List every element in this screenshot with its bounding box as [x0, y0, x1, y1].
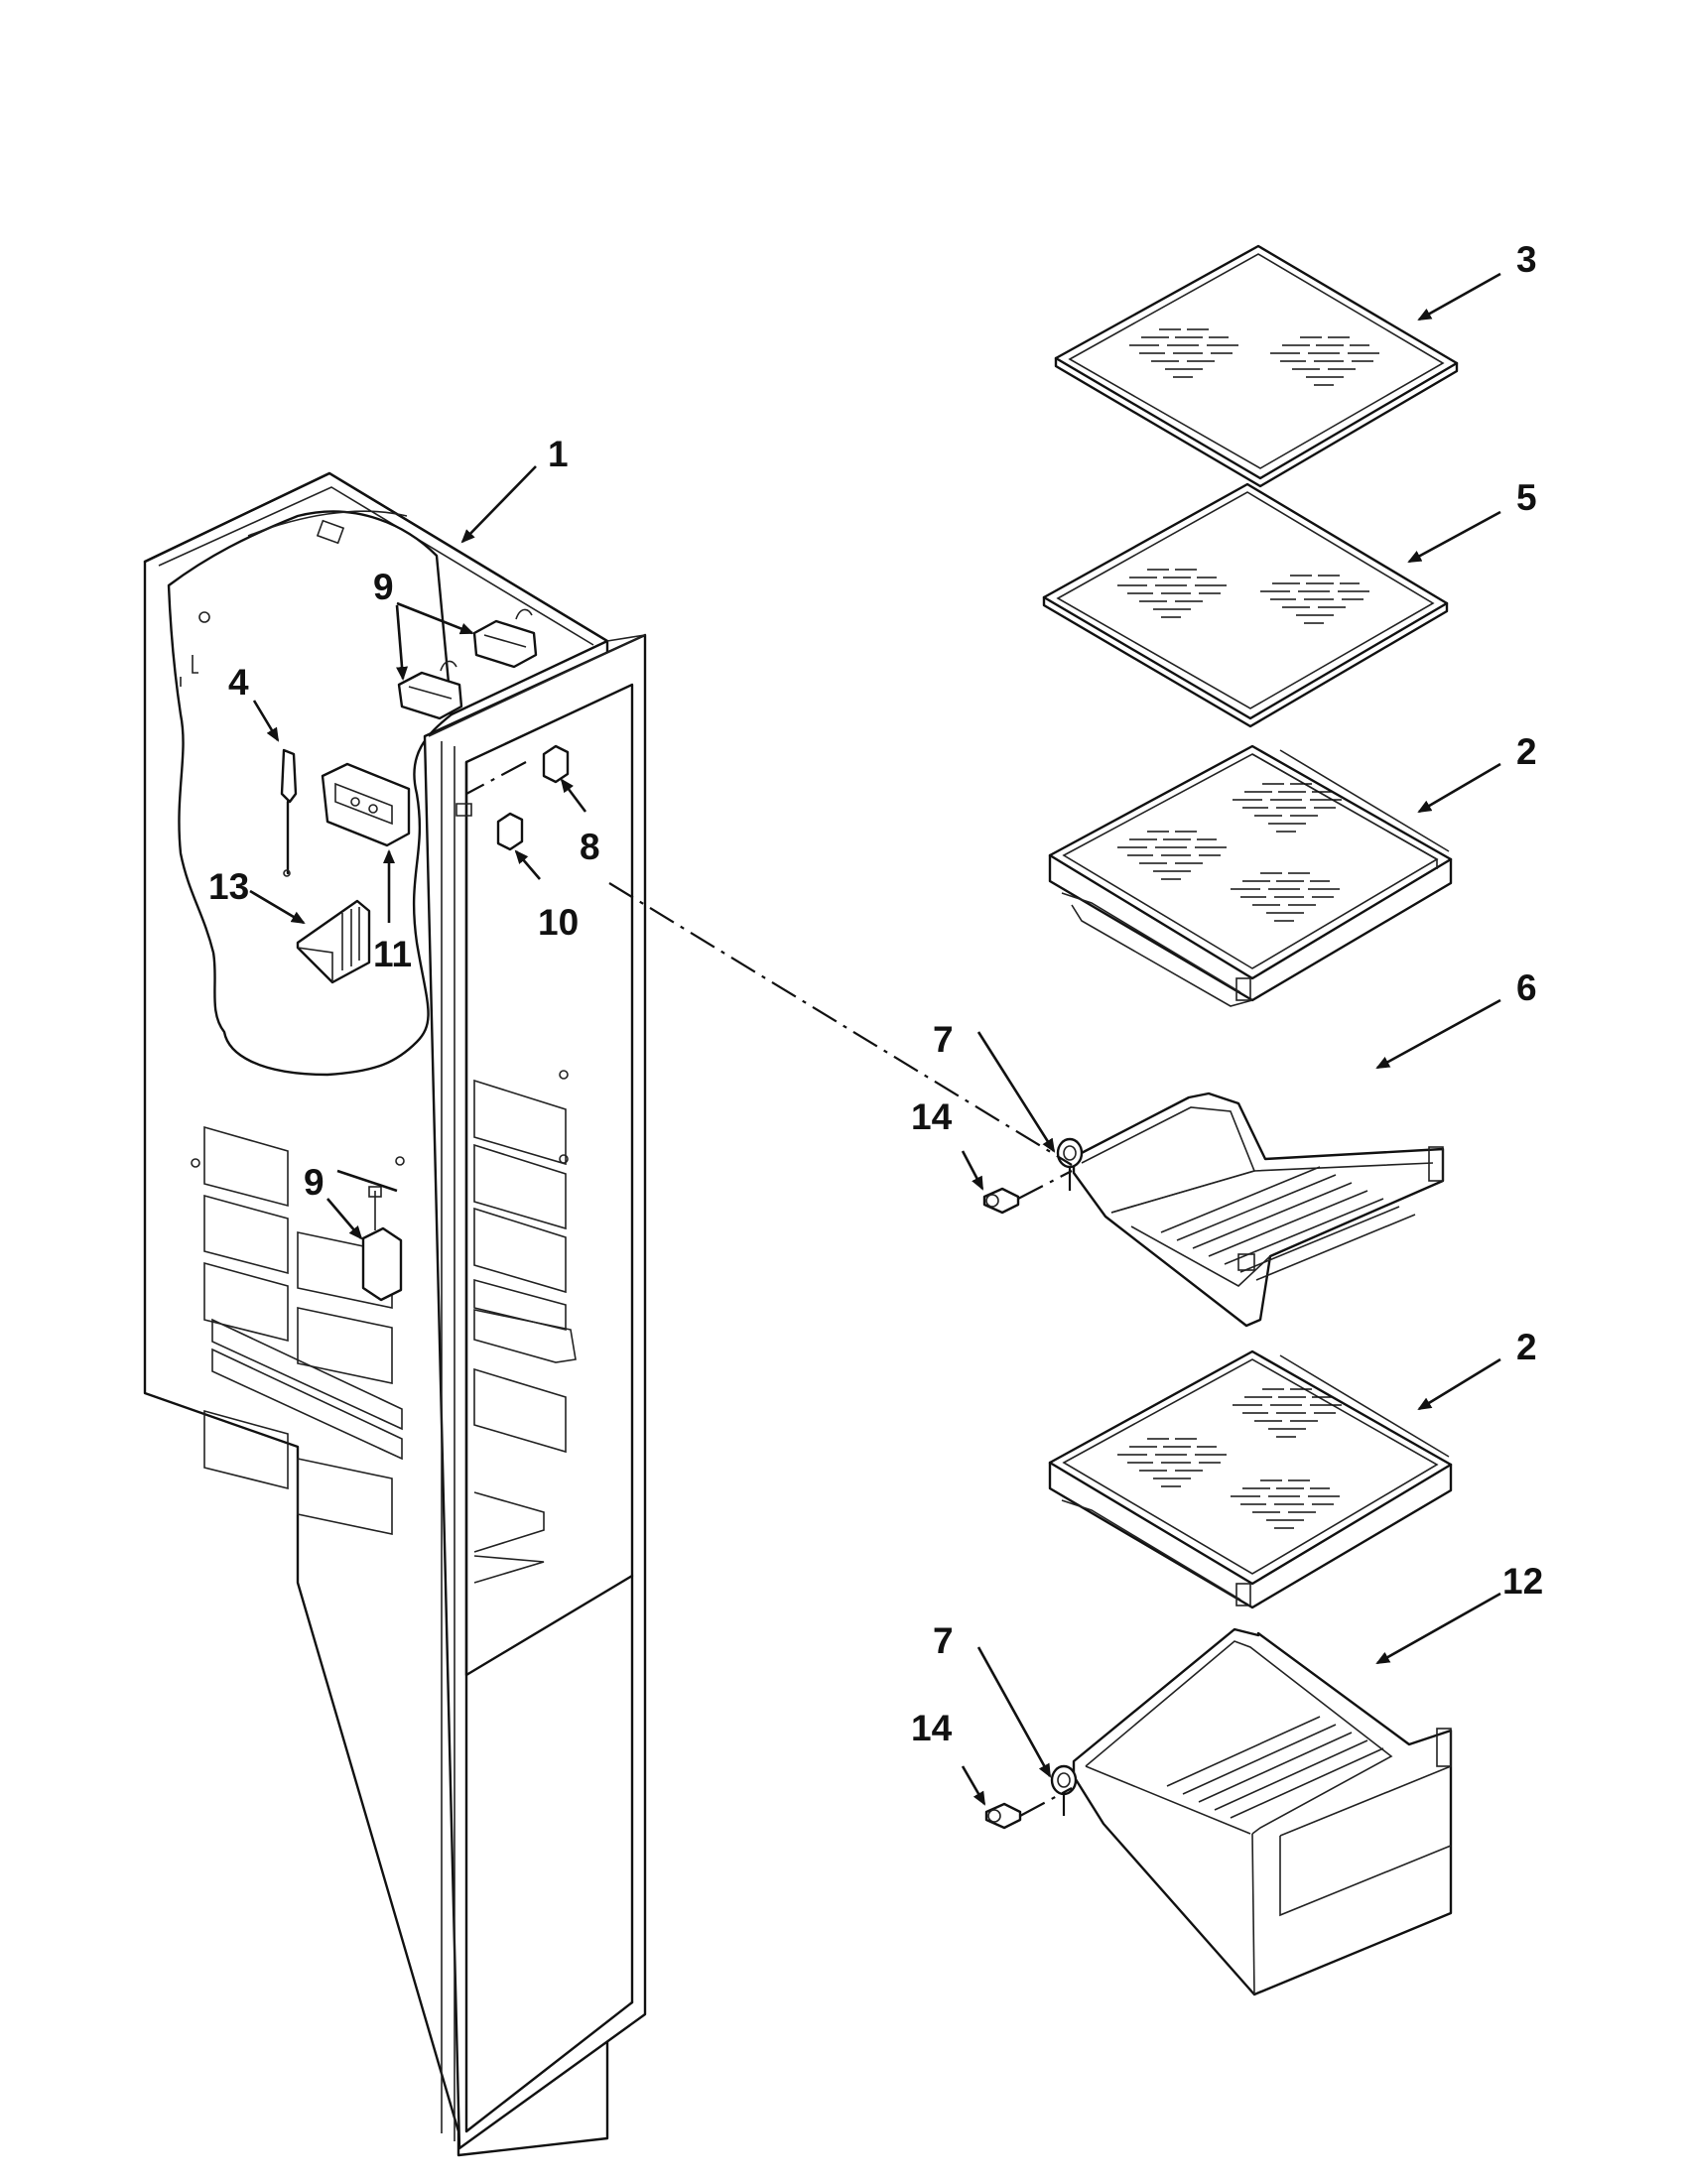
shelf-part-2-upper: [1048, 744, 1453, 1007]
alignment-dash-lines: [465, 761, 1073, 1817]
callout-7-lower: 7: [933, 1620, 954, 1661]
clip-part-10: [496, 812, 524, 851]
callout-labels: 1 3 5 2 6 2 12 9 4 13 11 8 10 9 7 14 7 1…: [208, 239, 1543, 1748]
callout-7-upper: 7: [933, 1019, 954, 1060]
cabinet-liner: [143, 471, 647, 2157]
callout-6: 6: [1516, 967, 1537, 1008]
callout-2-lower: 2: [1516, 1327, 1537, 1367]
callout-13: 13: [208, 866, 249, 907]
clip-part-8: [542, 744, 570, 784]
screw-part-14-lower: [984, 1802, 1022, 1830]
shelf-part-5: [1042, 482, 1449, 728]
drawer-part-6: [1072, 1092, 1445, 1328]
callout-1: 1: [548, 434, 569, 474]
callout-14-lower: 14: [911, 1708, 953, 1748]
shelf-part-2-lower: [1048, 1349, 1453, 1609]
callout-9-top: 9: [373, 567, 394, 607]
callout-4: 4: [228, 662, 249, 703]
drawer-part-12: [1072, 1627, 1453, 1996]
callout-11: 11: [373, 934, 412, 974]
callout-14-upper: 14: [911, 1096, 953, 1137]
callout-5: 5: [1516, 477, 1537, 518]
leader-lines: [249, 272, 1501, 1806]
callout-2-upper: 2: [1516, 731, 1537, 772]
module-part-lower: [361, 1186, 403, 1302]
callout-9-lower: 9: [304, 1162, 325, 1203]
thermistor-part: [280, 748, 298, 877]
callout-10: 10: [538, 902, 579, 943]
bracket-part: [296, 899, 371, 984]
shelf-part-3: [1054, 244, 1459, 488]
screw-part-14-upper: [982, 1187, 1020, 1215]
callout-3: 3: [1516, 239, 1537, 280]
callout-12: 12: [1502, 1561, 1543, 1602]
roller-part-7-lower: [1050, 1764, 1078, 1796]
module-part-top: [397, 608, 538, 720]
callout-8: 8: [580, 827, 600, 867]
housing-part: [321, 762, 411, 847]
